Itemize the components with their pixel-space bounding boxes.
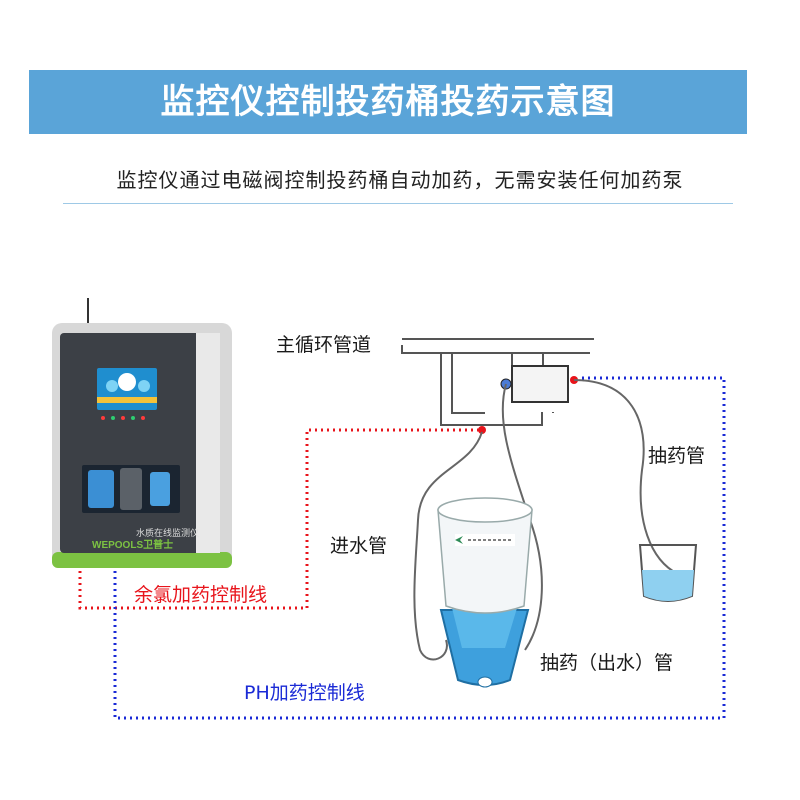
- page-title: 监控仪控制投药桶投药示意图: [160, 82, 616, 122]
- dosing-bucket: [437, 497, 533, 688]
- suction-hose: [573, 379, 679, 575]
- outlet-pipe-label: 抽药（出水）管: [540, 652, 674, 674]
- suction-pipe-label: 抽药管: [648, 445, 706, 467]
- chlorine-line-label: 余氯加药控制线: [134, 584, 268, 606]
- divider: [63, 203, 733, 204]
- inlet-connector: [478, 426, 486, 434]
- monitor-device: [52, 298, 232, 568]
- chlorine-control-line: [78, 428, 482, 610]
- ph-control-line: [113, 376, 726, 720]
- page-subtitle: 监控仪通过电磁阀控制投药桶自动加药，无需安装任何加药泵: [116, 168, 684, 192]
- pipe-system: [401, 338, 594, 426]
- inlet-hose: [413, 431, 483, 661]
- beaker: [638, 544, 698, 602]
- solenoid-valve: [511, 365, 569, 403]
- main-pipe-label: 主循环管道: [276, 334, 372, 356]
- ph-line-label: PH加药控制线: [244, 682, 365, 704]
- title-banner: 监控仪控制投药桶投药示意图: [29, 70, 747, 134]
- inlet-pipe-label: 进水管: [330, 535, 388, 557]
- device-brand: WEPOOLS卫普士: [92, 538, 173, 551]
- device-panel-text: 水质在线监测仪: [136, 527, 199, 538]
